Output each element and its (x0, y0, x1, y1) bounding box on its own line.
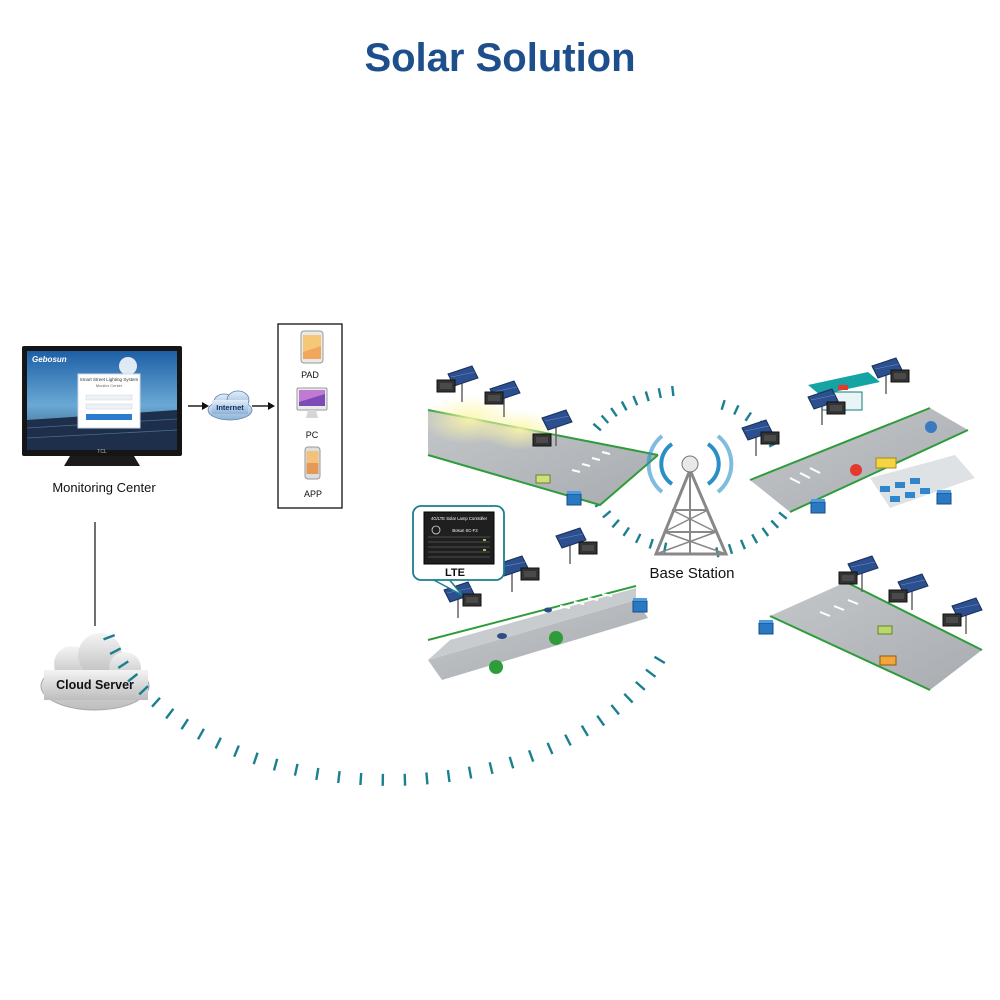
signal-dash-cloud (527, 749, 535, 763)
signal-dash-top-left (620, 400, 628, 411)
signal-dash-cloud (315, 767, 320, 781)
signal-dash-top-left (671, 385, 675, 397)
signal-dash-top-left (592, 422, 602, 432)
signal-dash-top-left (632, 395, 639, 406)
device-label-app: APP (304, 489, 322, 499)
signal-dash-cloud (337, 770, 341, 784)
signal-dash-cloud (653, 655, 666, 665)
signal-dash-bottom-left (602, 510, 612, 519)
cloud-server-icon (40, 633, 150, 711)
controller-badge: LTE (445, 567, 465, 579)
signal-dash-top-left (644, 391, 650, 402)
signal-dash-cloud (508, 756, 515, 769)
street-bottom-left (427, 527, 648, 680)
signal-dash-top-right (720, 399, 726, 411)
signal-dash-bottom-right (770, 519, 780, 529)
controller-model: Bosun SC-F3 (452, 528, 478, 533)
signal-dash-cloud (214, 737, 222, 750)
signal-dash-cloud (165, 708, 175, 720)
signal-dash-top-left (657, 387, 662, 399)
internet-to-devices-arrow (252, 402, 275, 410)
signal-dash-cloud (546, 742, 554, 755)
tv-brand: TCL (97, 449, 107, 455)
page-title: Solar Solution (364, 36, 636, 80)
signal-dash-cloud (103, 633, 116, 641)
screen-brand: Gebosun (32, 355, 67, 364)
signal-dash-cloud (635, 681, 646, 691)
cloud-server-label: Cloud Server (56, 678, 134, 692)
street-top-left (422, 365, 659, 507)
signal-dash-cloud (233, 745, 240, 758)
signal-dash-cloud (127, 673, 139, 683)
signal-dash-cloud (109, 647, 122, 655)
signal-dash-cloud (596, 715, 606, 727)
signal-dash-cloud (645, 668, 657, 678)
signal-dash-bottom-right (778, 511, 788, 520)
signal-dash-bottom-right (739, 539, 747, 550)
signal-dash-bottom-right (761, 527, 770, 537)
signal-dash-bottom-right (727, 543, 734, 555)
signal-dash-cloud (117, 660, 129, 669)
signal-dash-cloud (488, 762, 494, 775)
signal-dash-top-right (744, 411, 753, 422)
internet-label: Internet (216, 403, 244, 412)
screen-login-title: Smart Street Lighting System (80, 377, 139, 382)
signal-dash-bottom-left (611, 519, 620, 529)
device-label-pad: PAD (301, 370, 319, 380)
signal-dash-cloud (425, 772, 429, 785)
signal-dash-cloud (151, 696, 161, 708)
device-label-pc: PC (306, 430, 319, 440)
signal-dash-cloud (446, 769, 451, 783)
signal-dash-cloud (272, 758, 279, 771)
signal-dash-cloud (359, 772, 363, 786)
signal-dash-bottom-right (751, 533, 759, 544)
signal-dash-bottom-left (622, 526, 631, 537)
signal-dash-bottom-right (715, 547, 720, 558)
street-bottom-right (758, 555, 983, 691)
base-station-label: Base Station (649, 565, 734, 582)
signal-dash-cloud (623, 692, 634, 704)
street-top-right (741, 357, 975, 514)
signal-dash-cloud (180, 718, 190, 730)
signal-dash-top-left (610, 407, 618, 417)
signal-dash-cloud (252, 752, 259, 765)
signal-dash-cloud (564, 734, 572, 746)
signal-dash-cloud (138, 685, 149, 696)
signal-dash-bottom-left (634, 533, 642, 544)
signal-dash-cloud (580, 724, 589, 737)
internet-cloud (207, 390, 253, 421)
tablet-icon (300, 330, 324, 364)
screen-login-sub: Monitor Center (96, 383, 123, 388)
lte-controller-callout: 4G/LTE Solar Lamp Controller Bosun SC-F3… (412, 505, 505, 596)
signal-dash-cloud (610, 704, 620, 716)
signal-dash-cloud (293, 763, 299, 776)
controller-header: 4G/LTE Solar Lamp Controller (431, 516, 488, 521)
base-station-tower (646, 434, 734, 556)
signal-dash-bottom-left (648, 538, 654, 549)
monitoring-tv: Smart Street Lighting System Monitor Cen… (22, 346, 182, 466)
phone-icon (304, 446, 321, 480)
signal-dash-cloud (196, 728, 205, 740)
signal-dash-top-right (733, 404, 740, 416)
imac-icon (296, 387, 328, 418)
tv-to-internet-arrow (188, 402, 209, 410)
signal-dash-cloud (467, 766, 473, 779)
signal-dash-top-left (600, 414, 610, 424)
monitoring-center-label: Monitoring Center (52, 480, 156, 495)
